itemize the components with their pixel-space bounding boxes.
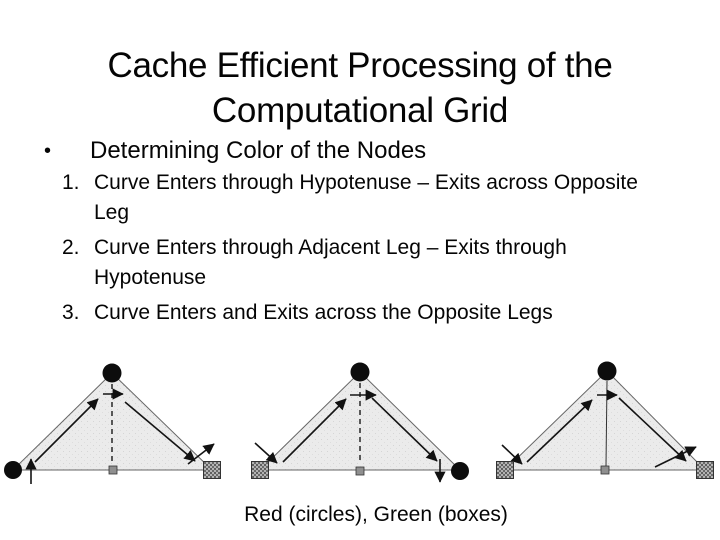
list-item-3: 3. Curve Enters and Exits across the Opp…	[62, 298, 642, 328]
list-item-2: 2. Curve Enters through Adjacent Leg – E…	[62, 233, 642, 293]
green-node-box-left	[496, 461, 514, 479]
exit-arrow	[654, 446, 697, 468]
midpoint-marker	[355, 466, 365, 476]
right-curve-arrow	[124, 401, 196, 462]
item-text: Curve Enters through Hypotenuse – Exits …	[94, 171, 638, 224]
legend-caption: Red (circles), Green (boxes)	[244, 503, 508, 526]
bullet-icon: •	[44, 140, 52, 162]
green-node-box-right	[203, 461, 221, 479]
entry-arrow	[254, 442, 278, 464]
red-node-circle-apex	[102, 363, 122, 383]
case-list: 1. Curve Enters through Hypotenuse – Exi…	[62, 168, 642, 333]
item-number: 1.	[62, 171, 80, 194]
triangle-diagram-1	[4, 363, 221, 484]
bullet-text: Determining Color of the Nodes	[90, 137, 427, 164]
green-node-box-left	[251, 461, 269, 479]
green-node-box-right	[696, 461, 714, 479]
left-curve-arrow	[34, 398, 99, 463]
left-curve-arrow	[282, 398, 347, 463]
red-node-circle-right	[451, 462, 469, 480]
left-curve-arrow	[526, 399, 593, 463]
entry-arrow	[501, 444, 523, 465]
midpoint-marker	[600, 465, 610, 475]
exit-arrow	[187, 443, 215, 465]
triangle-diagram-2	[251, 362, 469, 483]
item-text: Curve Enters and Exits across the Opposi…	[94, 301, 553, 324]
right-curve-arrow	[618, 397, 687, 462]
item-text: Curve Enters through Adjacent Leg – Exit…	[94, 236, 567, 289]
item-number: 3.	[62, 301, 80, 324]
bullet-item: • Determining Color of the Nodes	[44, 136, 690, 166]
right-curve-arrow	[371, 397, 438, 462]
red-node-circle-apex	[350, 362, 370, 382]
triangle-diagram-3	[496, 361, 714, 479]
red-node-circle-apex	[597, 361, 617, 381]
red-node-circle-left	[4, 461, 22, 479]
slide-title: Cache Efficient Processing of the Comput…	[107, 46, 613, 131]
midpoint-marker	[108, 465, 118, 475]
item-number: 2.	[62, 236, 80, 259]
list-item-1: 1. Curve Enters through Hypotenuse – Exi…	[62, 168, 642, 228]
